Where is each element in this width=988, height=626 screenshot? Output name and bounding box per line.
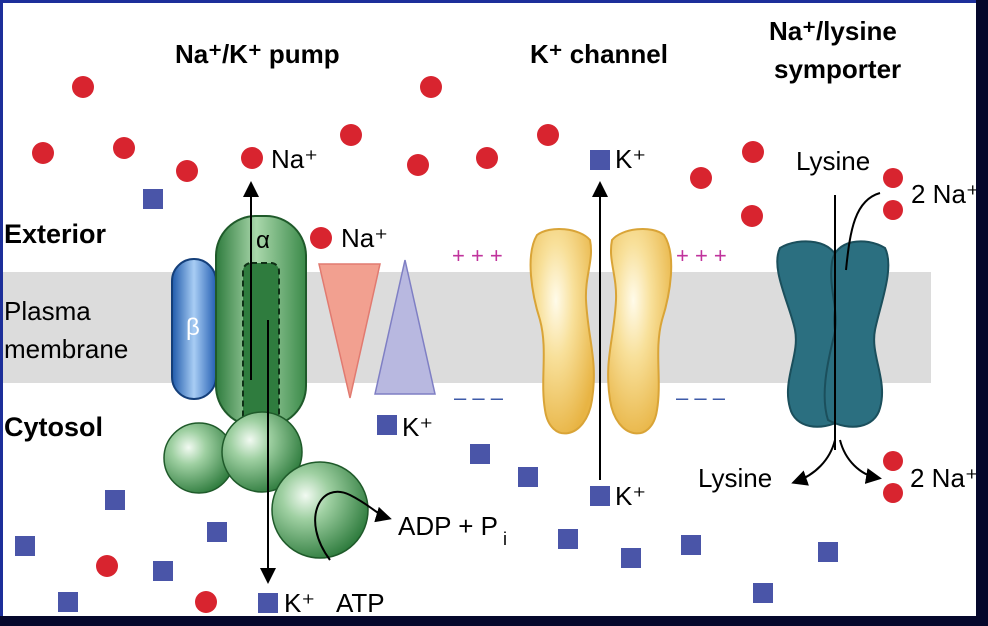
two-na-top-label: 2 Na⁺	[911, 179, 980, 209]
k-gradient-label: K⁺	[402, 412, 433, 442]
frame-bottom-border	[0, 616, 988, 626]
k-gradient-triangle	[374, 259, 436, 395]
frame-left-border	[0, 0, 3, 626]
k-ion	[258, 593, 278, 613]
k-ion	[377, 415, 397, 435]
beta-label: β	[186, 314, 200, 341]
na-entry-curve	[845, 192, 881, 271]
na-ion	[340, 124, 362, 146]
k-ion	[753, 583, 773, 603]
k-ion	[105, 490, 125, 510]
k-ion	[470, 444, 490, 464]
symporter-title-line1: Na⁺/lysine	[769, 16, 897, 46]
lysine-bottom-label: Lysine	[698, 463, 772, 493]
na-ion	[883, 451, 903, 471]
k-ion	[15, 536, 35, 556]
na-ion	[742, 141, 764, 163]
na-ion	[883, 168, 903, 188]
exterior-label: Exterior	[4, 219, 107, 249]
na-top-label: Na⁺	[271, 144, 318, 174]
plus-charges-left: + + +	[452, 243, 503, 268]
k-ion	[153, 561, 173, 581]
na-ion	[113, 137, 135, 159]
frame-right-border	[976, 0, 988, 626]
adp-label: ADP + P	[398, 511, 498, 541]
pump-title: Na⁺/K⁺ pump	[175, 39, 340, 69]
k-ion	[558, 529, 578, 549]
na-ion	[96, 555, 118, 577]
na-ion	[690, 167, 712, 189]
na-ion	[420, 76, 442, 98]
na-ion	[32, 142, 54, 164]
na-lysine-symporter	[776, 192, 890, 486]
na-k-pump	[163, 181, 392, 584]
k-ion	[143, 189, 163, 209]
k-channel-top-label: K⁺	[615, 144, 646, 174]
atp-label: ATP	[336, 588, 385, 618]
na-ion	[72, 76, 94, 98]
pump-domain-ball	[221, 411, 303, 493]
na-gradient-label: Na⁺	[341, 223, 388, 253]
alpha-label: α	[256, 227, 270, 254]
k-channel-right-half	[607, 228, 673, 435]
na-ion	[241, 147, 263, 169]
na-ion-group	[32, 76, 903, 613]
two-na-bottom-label: 2 Na⁺	[910, 463, 979, 493]
symporter-right-half	[823, 240, 890, 428]
k-channel-bottom-label: K⁺	[615, 481, 646, 511]
k-ion	[207, 522, 227, 542]
k-channel	[529, 181, 673, 480]
na-ion	[310, 227, 332, 249]
adp-subscript: i	[503, 529, 507, 549]
plasma-membrane-band	[3, 272, 931, 383]
channel-title: K⁺ channel	[530, 39, 668, 69]
plasma-label-line2: membrane	[4, 334, 128, 364]
na-ion	[741, 205, 763, 227]
na-ion	[537, 124, 559, 146]
na-ion	[476, 147, 498, 169]
lysine-exit-arrow	[791, 439, 836, 486]
k-ion	[818, 542, 838, 562]
k-ion	[621, 548, 641, 568]
atp-hydrolysis-arrow	[314, 490, 392, 561]
k-pump-bottom-label: K⁺	[284, 588, 315, 618]
frame-top-border	[0, 0, 988, 3]
minus-charges-left: – – –	[454, 385, 504, 410]
na-ion	[883, 483, 903, 503]
alpha-channel-core	[242, 262, 280, 424]
cytosol-label: Cytosol	[4, 412, 103, 442]
symporter-title-line2: symporter	[774, 54, 901, 84]
lysine-top-label: Lysine	[796, 146, 870, 176]
na-ion	[883, 200, 903, 220]
na-ion	[407, 154, 429, 176]
k-ion	[590, 150, 610, 170]
pump-domain-ball	[271, 461, 369, 559]
k-ion	[681, 535, 701, 555]
na-exit-arrow	[839, 439, 882, 484]
na-gradient-triangle	[318, 263, 381, 399]
k-channel-left-half	[529, 228, 595, 435]
minus-charges-right: – – –	[676, 385, 726, 410]
k-ion	[590, 486, 610, 506]
na-ion	[176, 160, 198, 182]
plus-charges-right: + + +	[676, 243, 727, 268]
k-ion	[518, 467, 538, 487]
k-ion-group	[15, 150, 838, 613]
k-ion	[58, 592, 78, 612]
plasma-label-line1: Plasma	[4, 296, 91, 326]
na-ion	[195, 591, 217, 613]
